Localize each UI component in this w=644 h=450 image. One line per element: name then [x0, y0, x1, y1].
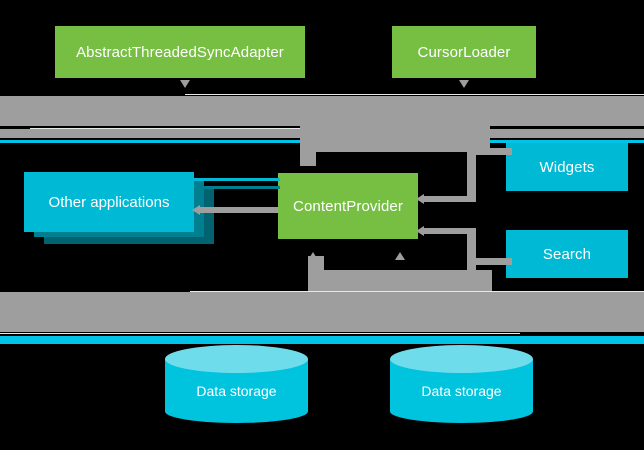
arrowhead-storage-left-up	[308, 252, 318, 260]
connector-band-upper	[0, 96, 644, 126]
node-label-cursor-loader: CursorLoader	[417, 43, 511, 61]
connector-drop-right-stub	[316, 126, 490, 152]
connector-widgets-vertical	[467, 148, 476, 200]
node-data-storage-right[interactable]: Data storage	[390, 345, 533, 423]
connector-riser-left	[308, 256, 324, 298]
connector-hairline-upper-top	[185, 94, 644, 95]
node-cursor-loader[interactable]: CursorLoader	[392, 26, 536, 78]
arrowhead-provider-to-apps	[192, 205, 200, 215]
connector-hairline-upper-bottom	[30, 128, 490, 129]
node-data-storage-left[interactable]: Data storage	[165, 345, 308, 423]
node-other-applications[interactable]: Other applications	[24, 172, 214, 250]
node-label-other-applications: Other applications	[48, 193, 170, 211]
connector-search-horizontal-in	[424, 228, 476, 234]
connector-band-lower	[0, 292, 644, 332]
connector-hairline-lower-top	[190, 291, 644, 292]
connector-search-horizontal-bottom	[467, 258, 512, 265]
connector-hairline-lower-bottom	[0, 333, 520, 334]
node-label-content-provider: ContentProvider	[293, 197, 403, 215]
connector-widgets-horizontal-in	[424, 196, 476, 202]
node-widgets[interactable]: Widgets	[506, 143, 628, 191]
data-storage-right-top-ellipse	[390, 345, 533, 373]
connector-widgets-horizontal-top	[467, 148, 512, 155]
connector-rail-apps-top-b	[196, 186, 280, 189]
node-content-provider[interactable]: ContentProvider	[278, 173, 418, 239]
node-label-widgets: Widgets	[539, 158, 595, 176]
other-applications-card: Other applications	[24, 172, 194, 232]
node-search[interactable]: Search	[506, 230, 628, 278]
arrowhead-widgets-to-provider	[416, 194, 424, 204]
connector-provider-to-apps	[200, 207, 278, 213]
arrowhead-sync-adapter-down	[180, 80, 190, 88]
connector-rail-apps-top-a	[190, 178, 280, 181]
connector-search-vertical	[467, 228, 476, 280]
node-abstract-threaded-sync-adapter[interactable]: AbstractThreadedSyncAdapter	[55, 26, 305, 78]
node-label-data-storage-right: Data storage	[421, 383, 502, 399]
node-label-data-storage-left: Data storage	[196, 383, 277, 399]
accent-line-lower	[0, 336, 644, 344]
arrowhead-search-to-provider	[416, 226, 424, 236]
data-storage-left-top-ellipse	[165, 345, 308, 373]
arrowhead-into-content-provider	[303, 156, 313, 164]
arrowhead-storage-right-up	[395, 252, 405, 260]
node-label-search: Search	[542, 245, 592, 263]
arrowhead-cursor-loader-down	[459, 80, 469, 88]
node-label-sync-adapter: AbstractThreadedSyncAdapter	[76, 43, 284, 61]
